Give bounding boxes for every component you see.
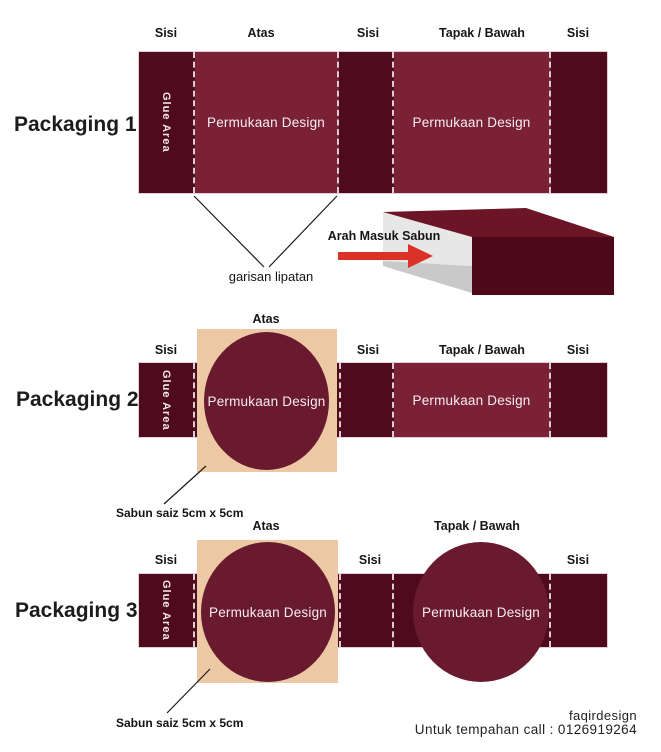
- packaging-1-title: Packaging 1: [14, 113, 137, 136]
- p2-label-tapak-bawah: Tapak / Bawah: [439, 343, 525, 357]
- p3-fold-dash-4: [549, 574, 551, 647]
- box-bottom-face: [383, 261, 472, 293]
- soap-box-3d-illustration: [383, 208, 614, 295]
- footer-credits: faqirdesign Untuk tempahan call : 012691…: [415, 709, 637, 737]
- p2-fold-dash-3: [392, 363, 394, 437]
- p3-surface-label-tapak: Permukaan Design: [421, 604, 540, 620]
- p2-glue-area-label: Glue Area: [160, 369, 172, 431]
- p1-glue-area-label: Glue Area: [160, 92, 172, 153]
- p2-fold-dash-1: [193, 363, 195, 437]
- p1-label-tapak-bawah: Tapak / Bawah: [439, 26, 525, 40]
- p3-soap-size-caption: Sabun saiz 5cm x 5cm: [116, 716, 244, 730]
- p1-label-sisi-3: Sisi: [566, 26, 590, 40]
- p1-atas-panel: [195, 52, 339, 193]
- p2-tapak-panel: [394, 363, 551, 437]
- box-top-face: [383, 208, 614, 237]
- p3-fold-dash-2: [339, 574, 341, 647]
- packaging-2-title: Packaging 2: [16, 388, 139, 411]
- p2-fold-dash-4: [549, 363, 551, 437]
- p2-soap-circle: [204, 332, 329, 470]
- p1-tapak-panel: [394, 52, 551, 193]
- p1-fold-dash-3: [392, 52, 394, 193]
- fold-line-caption: garisan lipatan: [228, 269, 314, 284]
- p2-surface-label-tapak: Permukaan Design: [412, 392, 531, 408]
- p1-fold-dash-4: [549, 52, 551, 193]
- fold-pointer-line-left: [193, 195, 265, 268]
- p1-surface-label-tapak: Permukaan Design: [412, 115, 531, 130]
- p3-fold-dash-1: [193, 574, 195, 647]
- p3-label-sisi-1: Sisi: [154, 553, 178, 567]
- p3-label-sisi-3: Sisi: [566, 553, 590, 567]
- p2-label-atas: Atas: [252, 312, 280, 326]
- p3-soap-circle-tapak: [413, 542, 549, 682]
- box-front-face: [472, 237, 614, 295]
- p1-fold-dash-2: [337, 52, 339, 193]
- p3-soap-circle-atas: [201, 542, 335, 682]
- p2-label-sisi-2: Sisi: [356, 343, 380, 357]
- contact-line: Untuk tempahan call : 0126919264: [414, 722, 637, 737]
- p3-fold-dash-3: [392, 574, 394, 647]
- p3-label-tapak-bawah: Tapak / Bawah: [434, 519, 520, 533]
- p1-label-sisi-1: Sisi: [154, 26, 178, 40]
- p2-surface-label-circle: Permukaan Design: [207, 393, 326, 409]
- p1-fold-dash-1: [193, 52, 195, 193]
- p3-label-atas: Atas: [252, 519, 280, 533]
- p1-surface-label-atas: Permukaan Design: [206, 115, 325, 130]
- p2-label-sisi-3: Sisi: [566, 343, 590, 357]
- p2-soap-size-caption: Sabun saiz 5cm x 5cm: [116, 506, 244, 520]
- p1-label-sisi-2: Sisi: [356, 26, 380, 40]
- p2-fold-dash-2: [339, 363, 341, 437]
- brand-name: faqirdesign: [569, 708, 637, 723]
- p3-label-sisi-2: Sisi: [358, 553, 382, 567]
- insert-direction-caption: Arah Masuk Sabun: [327, 229, 441, 243]
- p2-label-sisi-1: Sisi: [154, 343, 178, 357]
- p1-label-atas: Atas: [247, 26, 275, 40]
- p3-glue-area-label: Glue Area: [160, 580, 172, 641]
- packaging-1-strip: [138, 51, 608, 194]
- packaging-3-title: Packaging 3: [15, 599, 138, 622]
- p3-surface-label-atas: Permukaan Design: [208, 604, 327, 620]
